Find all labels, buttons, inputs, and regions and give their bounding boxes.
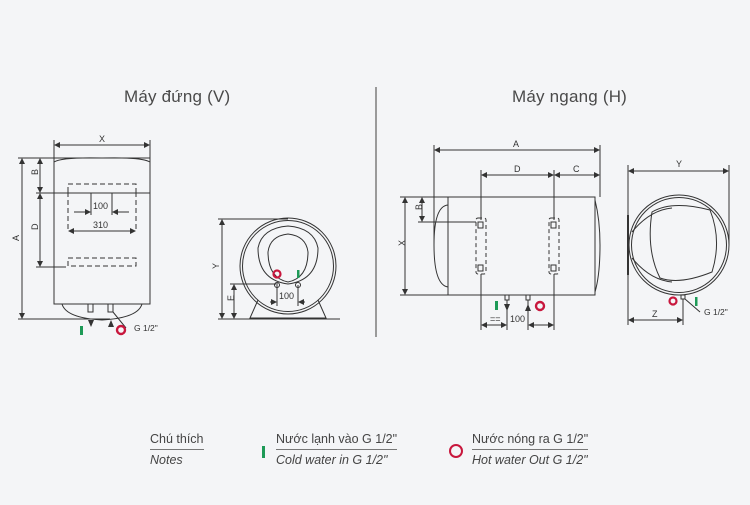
- hot-outlet-ring-icon: [534, 300, 546, 312]
- dim-y: Y: [676, 159, 682, 169]
- hot-outlet-ring-icon: [449, 444, 463, 458]
- horizontal-front-labels: A D C B X == 100: [397, 139, 580, 324]
- inlet-arrow-up-icon: [108, 320, 114, 327]
- dim-equal: ==: [490, 314, 501, 324]
- vertical-front-view: [18, 140, 151, 329]
- dim-b: B: [414, 204, 424, 210]
- legend-hot-vi: Nước nóng ra G 1/2": [472, 432, 589, 450]
- hot-outlet-ring-icon: [668, 296, 678, 306]
- legend-notes-en: Notes: [150, 453, 183, 467]
- outlet-arrow-down-icon: [88, 320, 94, 327]
- cold-inlet-bar-icon: [495, 301, 498, 310]
- dim-spacing: 100: [510, 314, 525, 324]
- dim-100: 100: [93, 201, 108, 211]
- dim-z: Z: [652, 309, 658, 319]
- legend-cold-en: Cold water in G 1/2": [276, 453, 388, 467]
- horizontal-front-view: [400, 145, 601, 330]
- legend-hot-water: Nước nóng ra G 1/2" Hot water Out G 1/2": [472, 432, 589, 467]
- dim-x: X: [99, 134, 105, 144]
- pipe-label: G 1/2": [134, 323, 158, 333]
- hot-outlet-ring-icon: [115, 324, 127, 336]
- horizontal-side-view: [627, 165, 730, 325]
- outlet-arrow-down-icon: [504, 304, 510, 311]
- dim-a: A: [513, 139, 519, 149]
- legend-notes-vi: Chú thích: [150, 432, 204, 450]
- legend-cold-water: Nước lạnh vào G 1/2" Cold water in G 1/2…: [276, 432, 398, 467]
- cold-inlet-bar-icon: [80, 326, 83, 335]
- cold-inlet-bar-icon: [695, 297, 698, 306]
- dim-310: 310: [93, 220, 108, 230]
- dim-b: B: [30, 169, 40, 175]
- pipe-label: G 1/2": [704, 307, 728, 317]
- vertical-side-view: [218, 217, 340, 320]
- vertical-side-labels: Y E 100: [211, 263, 294, 301]
- horizontal-side-labels: Y Z G 1/2": [652, 159, 728, 319]
- dim-y: Y: [211, 263, 221, 269]
- section-divider: [375, 87, 377, 337]
- tank-body: [447, 196, 596, 296]
- dim-c: C: [573, 164, 580, 174]
- legend-hot-en: Hot water Out G 1/2": [472, 453, 588, 467]
- horizontal-section-title: Máy ngang (H): [512, 87, 628, 106]
- dim-x: X: [397, 240, 407, 246]
- inlet-arrow-up-icon: [525, 304, 531, 311]
- dim-d: D: [514, 164, 521, 174]
- dim-a: A: [11, 235, 21, 241]
- legend-cold-vi: Nước lạnh vào G 1/2": [276, 432, 398, 450]
- dim-d: D: [30, 223, 40, 230]
- hot-outlet-ring-icon: [272, 269, 282, 279]
- legend-notes: Chú thích Notes: [150, 432, 204, 467]
- vertical-section-title: Máy đứng (V): [124, 87, 231, 106]
- dim-e: E: [226, 295, 236, 301]
- cold-inlet-bar-icon: [297, 270, 300, 278]
- cold-inlet-bar-icon: [262, 446, 265, 458]
- vertical-front-labels: X A B D 100 310 G 1/2": [11, 134, 158, 333]
- dim-spacing: 100: [279, 291, 294, 301]
